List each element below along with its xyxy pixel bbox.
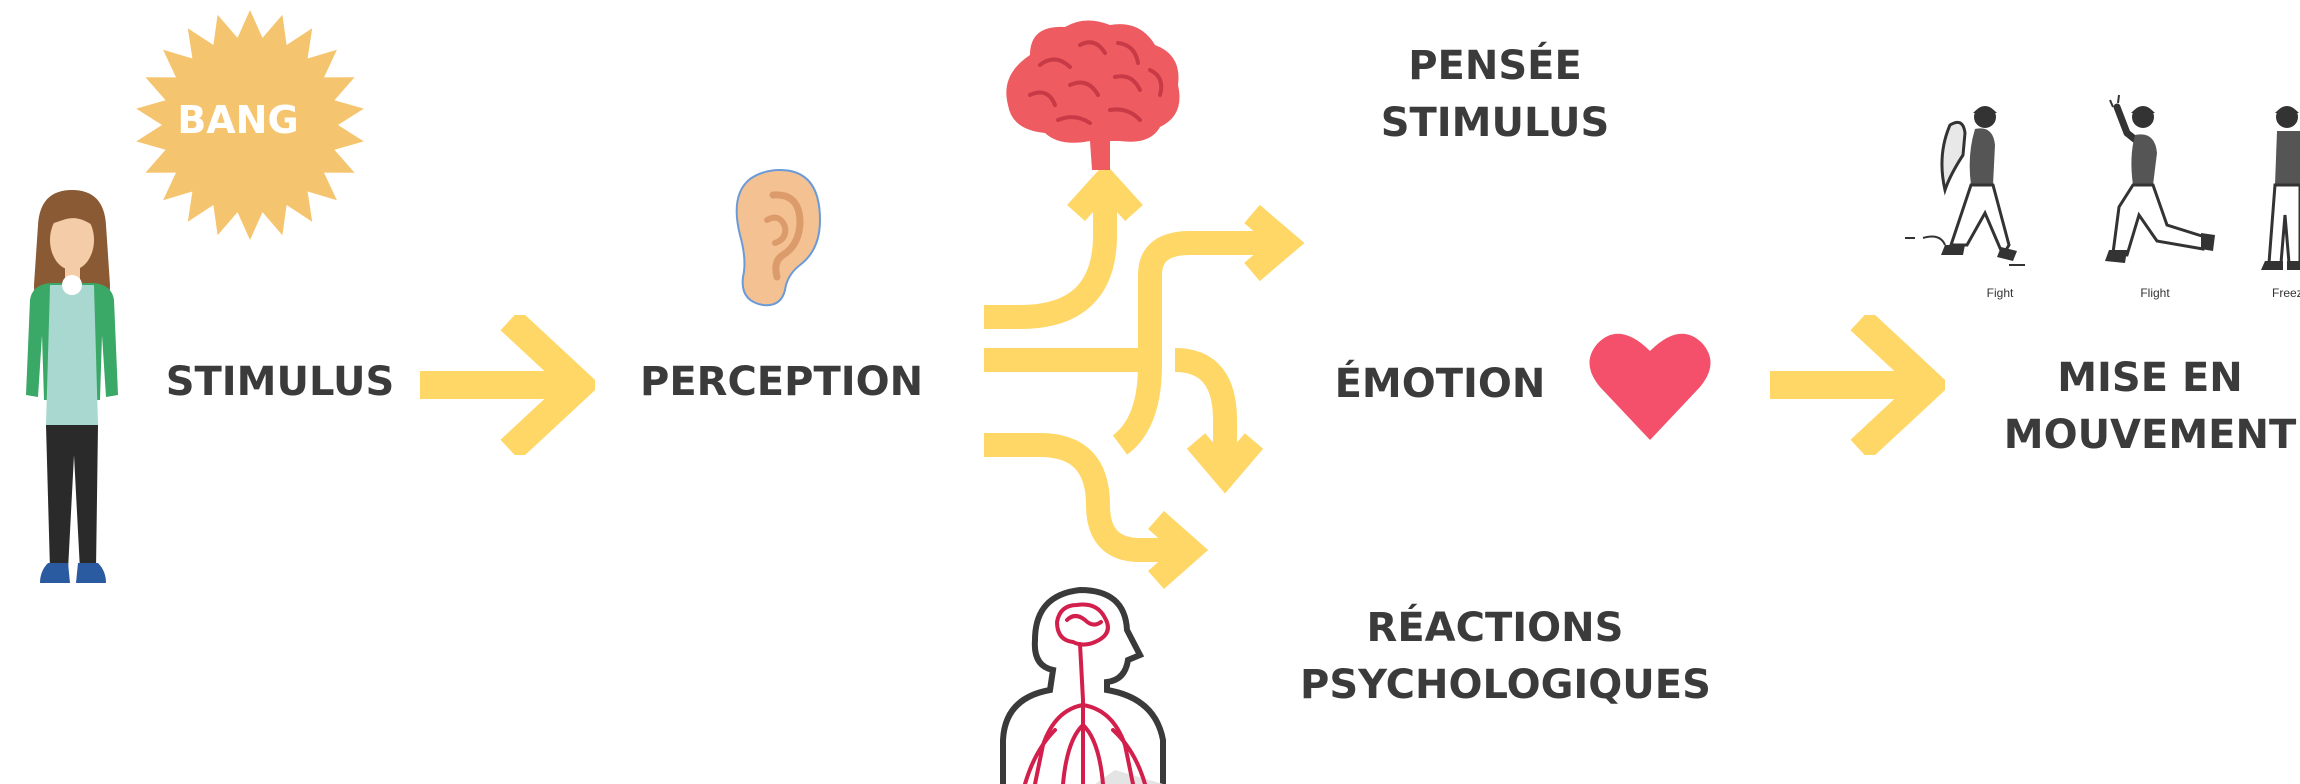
brain-icon [1006,20,1180,170]
fight-caption: Fight [1986,286,2014,300]
branching-arrows [984,165,1305,589]
fight-figure [1905,106,2025,266]
reactions-label-line1: RÉACTIONS [1366,605,1624,651]
bang-text: BANG [177,98,298,142]
mise-label-line2: MOUVEMENT [2003,412,2297,458]
branch-to-brain [984,185,1117,329]
branch-to-reactions [984,433,1185,562]
branch-to-pensee [1112,231,1280,455]
nervous-system-icon [1000,586,1166,784]
pensee-label-line2: STIMULUS [1380,100,1610,146]
heart-icon [1589,333,1711,440]
fight-flight-freeze-icon [1905,95,2300,270]
flight-caption: Flight [2140,286,2170,300]
reactions-label-line2: PSYCHOLOGIQUES [1300,662,1711,708]
freeze-caption: Freeze [2272,286,2300,300]
arrow-emotion-to-movement [1770,315,1945,455]
stimulus-label: STIMULUS [165,359,395,405]
freeze-figure [2261,106,2300,270]
arrow-stimulus-to-perception [420,315,595,455]
mise-en-mouvement-label: MISE EN MOUVEMENT [2000,350,2300,464]
flight-figure [2105,95,2215,263]
pensee-label-line1: PENSÉE [1408,43,1582,89]
mise-label-line1: MISE EN [2057,355,2243,401]
emotion-label: ÉMOTION [1334,361,1546,407]
pensee-label: PENSÉE STIMULUS [1360,38,1630,152]
perception-label: PERCEPTION [640,359,924,405]
person-icon [26,190,118,583]
ear-icon [735,168,822,307]
reactions-label: RÉACTIONS PSYCHOLOGIQUES [1300,600,1711,714]
bang-burst-icon: BANG [136,10,364,240]
